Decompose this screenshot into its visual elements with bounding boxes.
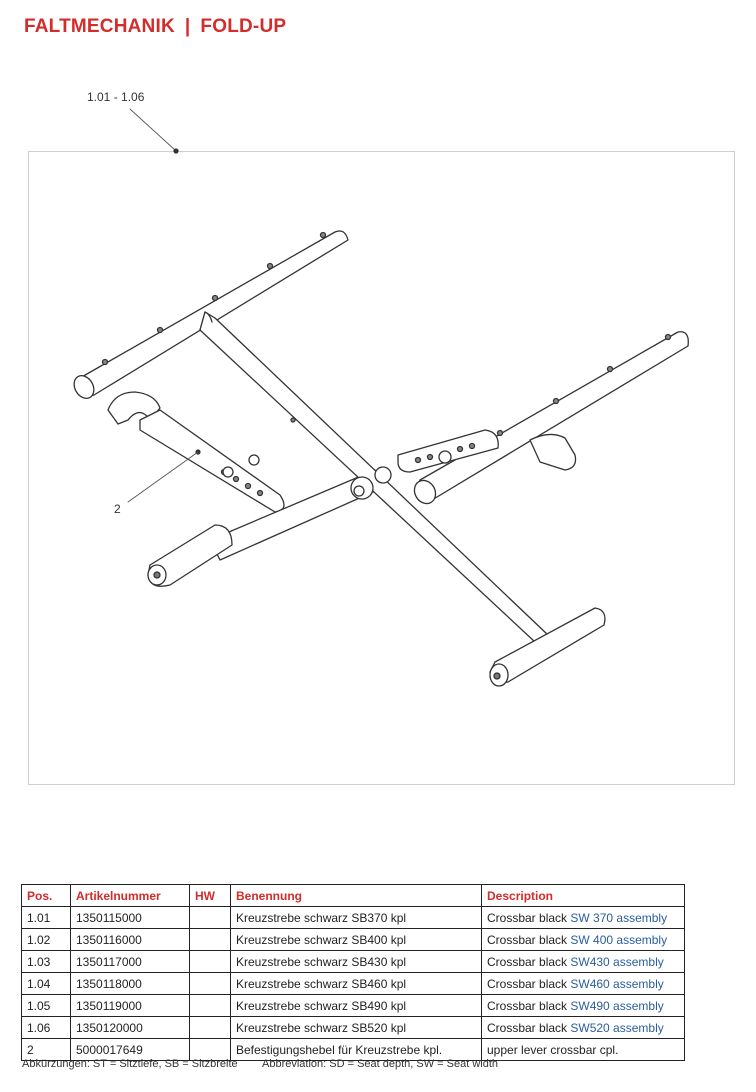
cell-description: Crossbar black SW490 assembly xyxy=(481,994,685,1017)
drawing-frame xyxy=(28,151,735,785)
cell-name: Kreuzstrebe schwarz SB490 kpl xyxy=(230,994,482,1017)
description-highlight: bar cpl. xyxy=(579,1042,619,1057)
callout-leader-main xyxy=(129,108,176,151)
description-text: Crossbar black xyxy=(487,910,571,925)
cell-name: Kreuzstrebe schwarz SB370 kpl xyxy=(230,906,482,929)
cell-article: 1350115000 xyxy=(70,906,190,929)
description-text: upper lever cross xyxy=(487,1042,580,1057)
page-title: FALTMECHANIK | FOLD-UP xyxy=(24,16,286,38)
right-lever-screw xyxy=(438,450,452,464)
cell-article: 1350116000 xyxy=(70,928,190,951)
title-separator: | xyxy=(184,16,191,37)
table-row: 1.02 1350116000 Kreuzstrebe schwarz SB40… xyxy=(21,928,685,951)
cell-article: 5000017649 xyxy=(70,1038,190,1061)
cell-hw xyxy=(189,1016,231,1039)
cell-description: upper lever crossbar cpl. xyxy=(481,1038,685,1061)
description-text: Crossbar black xyxy=(487,932,571,947)
right-top-rail-end xyxy=(413,479,437,505)
table-row: 1.01 1350115000 Kreuzstrebe schwarz SB37… xyxy=(21,906,685,929)
table-row: 1.03 1350117000 Kreuzstrebe schwarz SB43… xyxy=(21,950,685,973)
column-header-description: Description xyxy=(481,884,685,907)
column-header-article: Artikelnummer xyxy=(70,884,190,907)
cell-pos: 1.06 xyxy=(21,1016,71,1039)
description-text: Crossbar black xyxy=(487,954,571,969)
abbreviation-note-english: Abbreviation: SD = Seat depth, SW = Seat… xyxy=(262,1058,499,1070)
description-highlight: SW460 assembly xyxy=(570,976,664,991)
cell-name: Kreuzstrebe schwarz SB460 kpl xyxy=(230,972,482,995)
cell-hw xyxy=(189,972,231,995)
description-highlight: SW430 assembly xyxy=(570,954,664,969)
left-lever-plate xyxy=(139,409,285,513)
right-lever-plate xyxy=(397,429,499,473)
cell-description: Crossbar black SW 370 assembly xyxy=(481,906,685,929)
cell-description: Crossbar black SW460 assembly xyxy=(481,972,685,995)
table-row: 2 5000017649 Befestigungshebel für Kreuz… xyxy=(21,1038,685,1061)
table-header-row: Pos. Artikelnummer HW Benennung Descript… xyxy=(21,884,685,907)
cell-pos: 1.03 xyxy=(21,950,71,973)
fold-up-mechanism-drawing xyxy=(73,108,689,687)
cell-name: Kreuzstrebe schwarz SB430 kpl xyxy=(230,950,482,973)
cell-pos: 1.05 xyxy=(21,994,71,1017)
column-header-hw: HW xyxy=(189,884,231,907)
callout-dot-main xyxy=(173,148,179,154)
description-highlight: SW520 assembly xyxy=(570,1020,664,1035)
cell-hw xyxy=(189,994,231,1017)
cell-name: Kreuzstrebe schwarz SB520 kpl xyxy=(230,1016,482,1039)
cell-article: 1350117000 xyxy=(70,950,190,973)
description-highlight: SW 370 assembly xyxy=(570,910,668,925)
title-german: FALTMECHANIK xyxy=(24,16,175,37)
cell-name: Kreuzstrebe schwarz SB400 kpl xyxy=(230,928,482,951)
cell-description: Crossbar black SW430 assembly xyxy=(481,950,685,973)
description-highlight: SW490 assembly xyxy=(570,998,664,1013)
left-top-rail xyxy=(75,230,349,398)
cell-pos: 1.04 xyxy=(21,972,71,995)
left-top-rail-end xyxy=(73,375,95,399)
description-text: Crossbar black xyxy=(487,1020,571,1035)
cell-description: Crossbar black SW520 assembly xyxy=(481,1016,685,1039)
right-top-rail xyxy=(414,331,689,503)
column-header-name: Benennung xyxy=(230,884,482,907)
table-row: 1.06 1350120000 Kreuzstrebe schwarz SB52… xyxy=(21,1016,685,1039)
title-english: FOLD-UP xyxy=(200,16,287,37)
table-row: 1.04 1350118000 Kreuzstrebe schwarz SB46… xyxy=(21,972,685,995)
cell-hw xyxy=(189,928,231,951)
callout-leader-lever xyxy=(127,451,199,503)
parts-table: Pos. Artikelnummer HW Benennung Descript… xyxy=(21,884,685,1061)
description-text: Crossbar black xyxy=(487,976,571,991)
cell-article: 1350118000 xyxy=(70,972,190,995)
callout-label-lever: 2 xyxy=(114,502,121,516)
callout-label-main: 1.01 - 1.06 xyxy=(87,90,145,104)
cell-hw xyxy=(189,906,231,929)
description-text: Crossbar black xyxy=(487,998,571,1013)
cell-pos: 1.01 xyxy=(21,906,71,929)
cell-pos: 1.02 xyxy=(21,928,71,951)
right-lever-hook xyxy=(529,433,577,471)
description-highlight: SW 400 assembly xyxy=(570,932,668,947)
cell-article: 1350120000 xyxy=(70,1016,190,1039)
table-row: 1.05 1350119000 Kreuzstrebe schwarz SB49… xyxy=(21,994,685,1017)
left-lever-knob xyxy=(248,454,260,466)
cell-name: Befestigungshebel für Kreuzstrebe kpl. xyxy=(230,1038,482,1061)
cell-article: 1350119000 xyxy=(70,994,190,1017)
abbreviation-note-german: Abkürzungen: ST = Sitztiefe, SB = Sitzbr… xyxy=(22,1058,238,1070)
column-header-pos: Pos. xyxy=(21,884,71,907)
cell-description: Crossbar black SW 400 assembly xyxy=(481,928,685,951)
left-lever-screw xyxy=(222,466,234,478)
cell-hw xyxy=(189,950,231,973)
